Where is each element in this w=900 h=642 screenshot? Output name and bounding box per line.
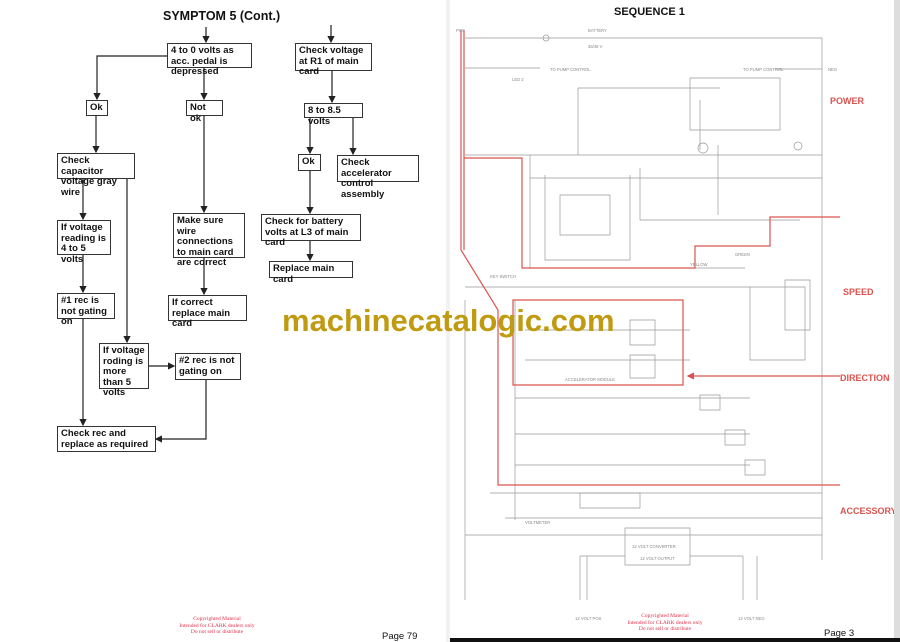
section-direction: DIRECTION [840, 373, 890, 383]
label-pump-control-2: TO PUMP CONTROL [743, 67, 784, 72]
page-number: Page 3 [824, 628, 855, 639]
box-replace-if-correct: If correct replace main card [168, 295, 247, 329]
label-voltmeter: VOLTMETER [525, 520, 550, 525]
box-check-r1: Check voltage at R1 of main card [295, 43, 372, 77]
page-edge [894, 0, 900, 642]
page-number: Page 79 [382, 631, 418, 642]
section-power: POWER [830, 96, 865, 106]
copyright-notice: Copyrighted Material Intended for CLARK … [605, 613, 725, 633]
box-pedal-volts: 4 to 0 volts as acc. pedal is depressed [167, 43, 252, 77]
page-bottom-edge [450, 638, 900, 642]
box-check-accelerator: Check accelerator control assembly [337, 155, 419, 199]
copyright-line: Copyrighted Material [193, 616, 241, 622]
copyright-line: Do not sell or distribute [638, 626, 692, 632]
box-ok: Ok [86, 100, 108, 116]
box-check-battery: Check for battery volts at L3 of main ca… [261, 214, 361, 248]
label-converter: 12 VOLT CONVERTER [632, 544, 676, 549]
label-yellow: YELLOW [690, 262, 708, 267]
label-pos: POS [456, 28, 465, 33]
box-rec1: #1 rec is not gating on [57, 293, 115, 327]
label-led2: LED 2 [512, 77, 524, 82]
copyright-line: Intended for CLARK dealers only [179, 622, 255, 629]
section-accessory: ACCESSORY [840, 506, 897, 516]
symptom-title: SYMPTOM 5 (Cont.) [163, 9, 281, 23]
section-speed: SPEED [843, 287, 874, 297]
box-check-rec: Check rec and replace as required [57, 426, 156, 452]
right-page: SEQUENCE 1 [450, 0, 900, 642]
label-neg: NEG [828, 67, 837, 72]
wiring-schematic: POS BATTERY 36/48 V TO PUMP CONTROL TO P… [456, 28, 840, 621]
page-divider [446, 0, 450, 642]
label-12v-pos: 12 VOLT POS [575, 616, 602, 621]
label-pump-control-1: TO PUMP CONTROL [550, 67, 591, 72]
copyright-line: Copyrighted Material [641, 613, 689, 619]
copyright-notice: Copyrighted Material Intended for CLARK … [157, 616, 277, 636]
watermark: machinecatalogic.com [282, 303, 615, 338]
box-check-capacitor: Check capacitor voltage gray wire [57, 153, 135, 197]
label-12v-neg: 12 VOLT NEG [738, 616, 765, 621]
box-wire-connections: Make sure wire connections to main card … [173, 213, 245, 268]
box-voltage-4-5: If voltage reading is 4 to 5 volts [57, 220, 111, 264]
copyright-line: Intended for CLARK dealers only [627, 619, 703, 626]
copyright-line: Do not sell or distribute [190, 629, 244, 635]
label-12v-output: 12 VOLT OUTPUT [640, 556, 675, 561]
left-page: SYMPTOM 5 (Cont.) 4 to 0 volts as acc. p… [57, 9, 419, 642]
flowchart-arrows [79, 25, 357, 443]
sequence-title: SEQUENCE 1 [614, 6, 685, 18]
label-battery: BATTERY [588, 28, 607, 33]
box-ok-2: Ok [298, 154, 321, 171]
label-key-switch: KEY SWITCH [490, 274, 516, 279]
label-accelerator-module: ACCELERATOR MODULE [565, 377, 615, 382]
box-voltage-more-5: If voltage roding is more than 5 volts [99, 343, 149, 398]
box-8-to-8-5-volts: 8 to 8.5 volts [304, 103, 363, 126]
box-rec2: #2 rec is not gating on [175, 353, 241, 380]
box-replace-main-card: Replace main card [269, 261, 353, 284]
label-battery-volts: 36/48 V [588, 44, 603, 49]
box-not-ok: Not ok [186, 100, 223, 123]
label-green: GREEN [735, 252, 750, 257]
